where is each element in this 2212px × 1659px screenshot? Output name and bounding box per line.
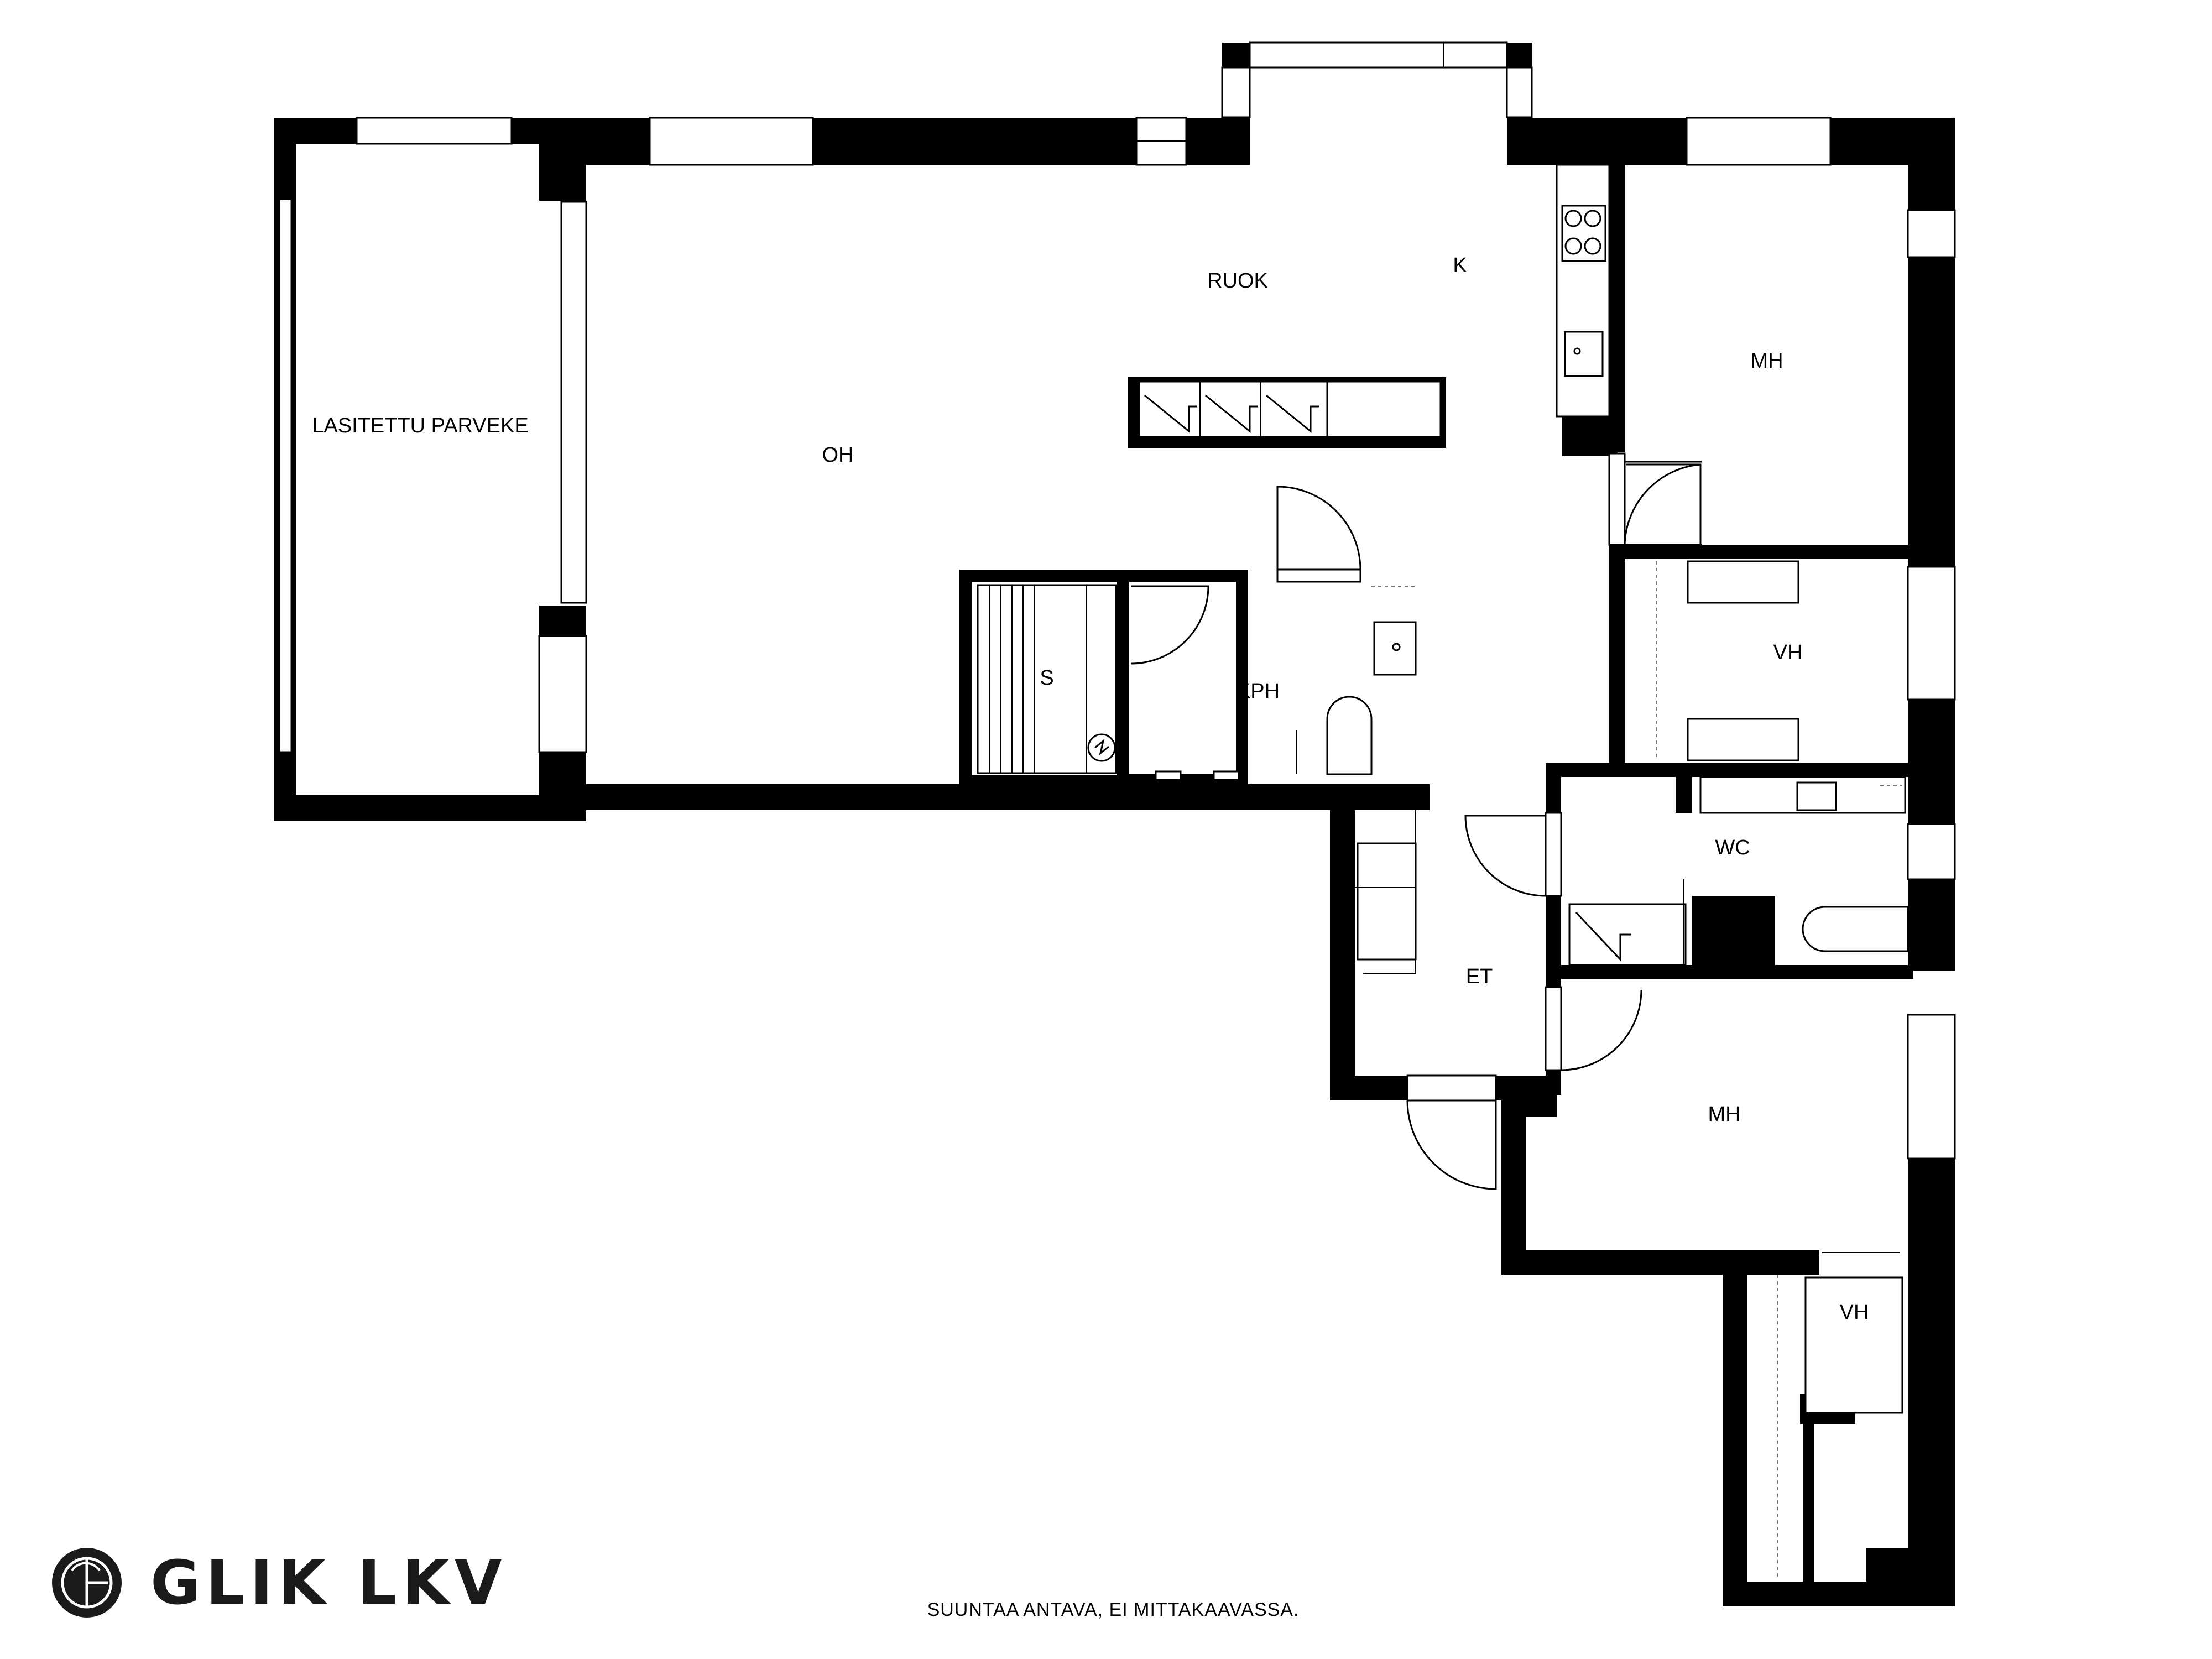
closet-bottom-fixtures xyxy=(1777,1275,1903,1579)
sauna-fixtures xyxy=(977,584,1117,774)
room-label-kitchen: K xyxy=(1453,254,1467,277)
exterior-walls xyxy=(586,43,1955,1606)
scale-disclaimer: SUUNTAA ANTAVA, EI MITTAKAAVASSA. xyxy=(927,1599,1300,1620)
room-label-bedroom-bottom: MH xyxy=(1708,1103,1740,1126)
room-label-dining: RUOK xyxy=(1207,269,1268,293)
room-label-closet-top: VH xyxy=(1773,641,1803,664)
kitchen-fixtures xyxy=(1128,164,1610,448)
balcony-glazing xyxy=(278,117,587,753)
room-label-sauna: S xyxy=(1040,666,1053,690)
room-label-closet-bottom: VH xyxy=(1840,1301,1869,1324)
exterior-windows xyxy=(649,41,1956,1160)
room-label-living: OH xyxy=(822,444,854,467)
room-label-wc: WC xyxy=(1715,836,1750,859)
hall-wardrobe xyxy=(1355,802,1417,974)
doors xyxy=(1130,452,1900,1253)
room-label-bathroom: KPH xyxy=(1237,680,1280,703)
room-label-bedroom-top: MH xyxy=(1750,349,1783,373)
closet-top-fixtures xyxy=(1656,560,1799,761)
bathroom-fixtures xyxy=(1155,586,1417,781)
glik-monogram-icon xyxy=(52,1548,122,1618)
room-label-hall: ET xyxy=(1466,965,1493,988)
brand-logo-text: GLIK LKV xyxy=(150,1547,507,1618)
wc-fixtures xyxy=(1568,776,1909,966)
room-label-balcony: LASITETTU PARVEKE xyxy=(312,414,528,437)
